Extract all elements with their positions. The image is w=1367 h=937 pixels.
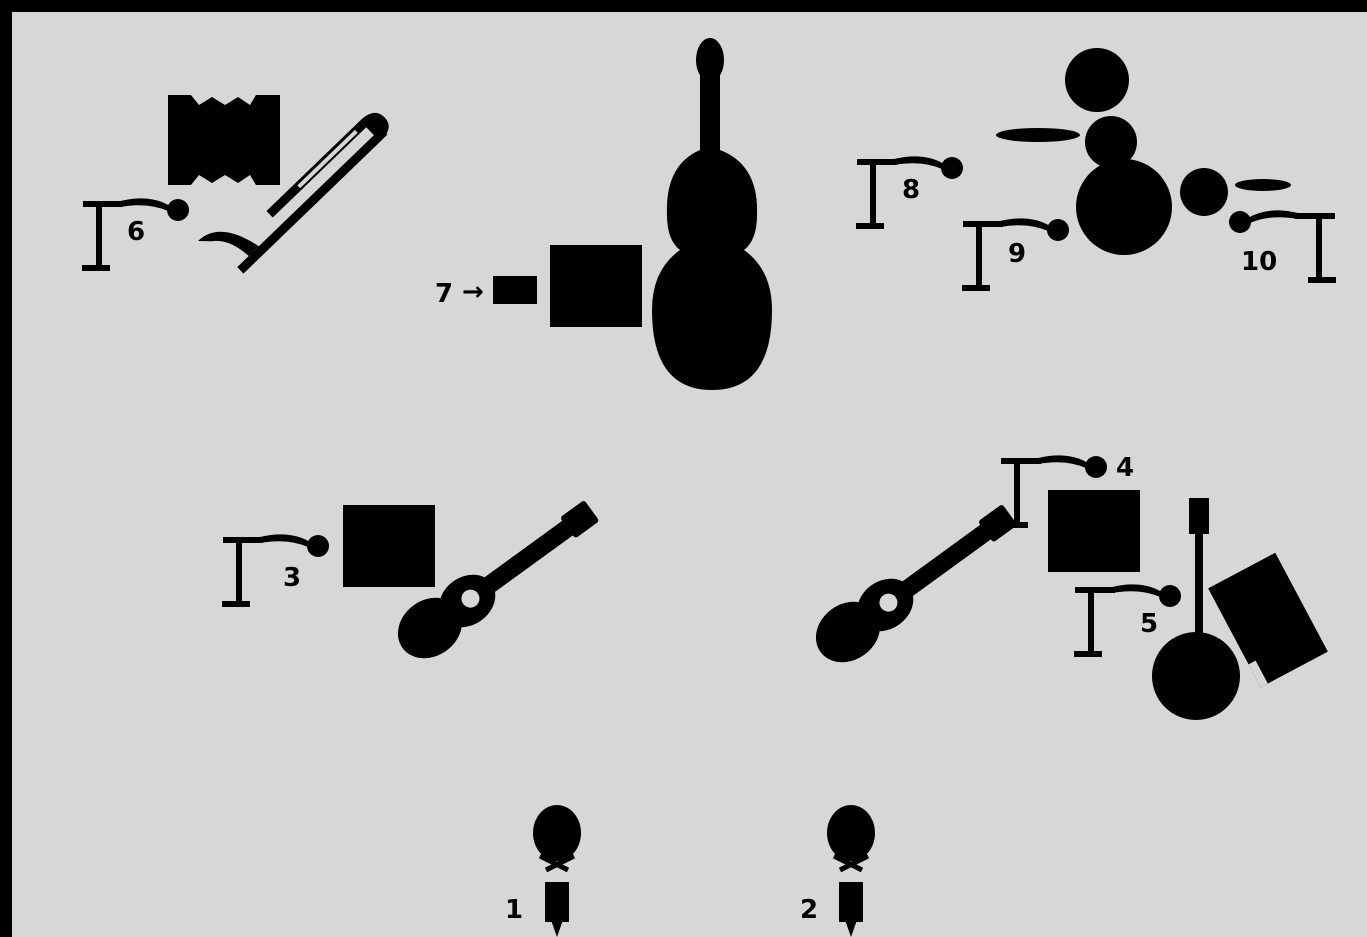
amplifier-icon [343, 505, 435, 587]
channel-label-1: 1 [505, 895, 523, 925]
channel-label-6: 6 [127, 217, 145, 247]
channel-label-8: 8 [902, 175, 920, 205]
channel-label-7: 7 [435, 279, 453, 309]
vocalist-icon [827, 805, 875, 937]
banjo-icon [1152, 498, 1240, 720]
amplifier-icon [550, 245, 642, 327]
accordion-icon [168, 95, 280, 185]
di-box-icon [493, 276, 537, 304]
di-arrow: → [462, 277, 484, 307]
amplifier-icon [1048, 490, 1140, 572]
channel-label-5: 5 [1140, 609, 1158, 639]
upright-bass-icon [652, 38, 772, 390]
channel-label-4: 4 [1116, 453, 1134, 483]
channel-label-9: 9 [1008, 239, 1026, 269]
channel-label-2: 2 [800, 895, 818, 925]
drum-kit-icon [996, 48, 1291, 255]
channel-label-10: 10 [1241, 247, 1277, 277]
amplifier-icon [1208, 552, 1328, 688]
channel-label-3: 3 [283, 563, 301, 593]
trombone-icon [198, 113, 389, 274]
vocalist-icon [533, 805, 581, 937]
